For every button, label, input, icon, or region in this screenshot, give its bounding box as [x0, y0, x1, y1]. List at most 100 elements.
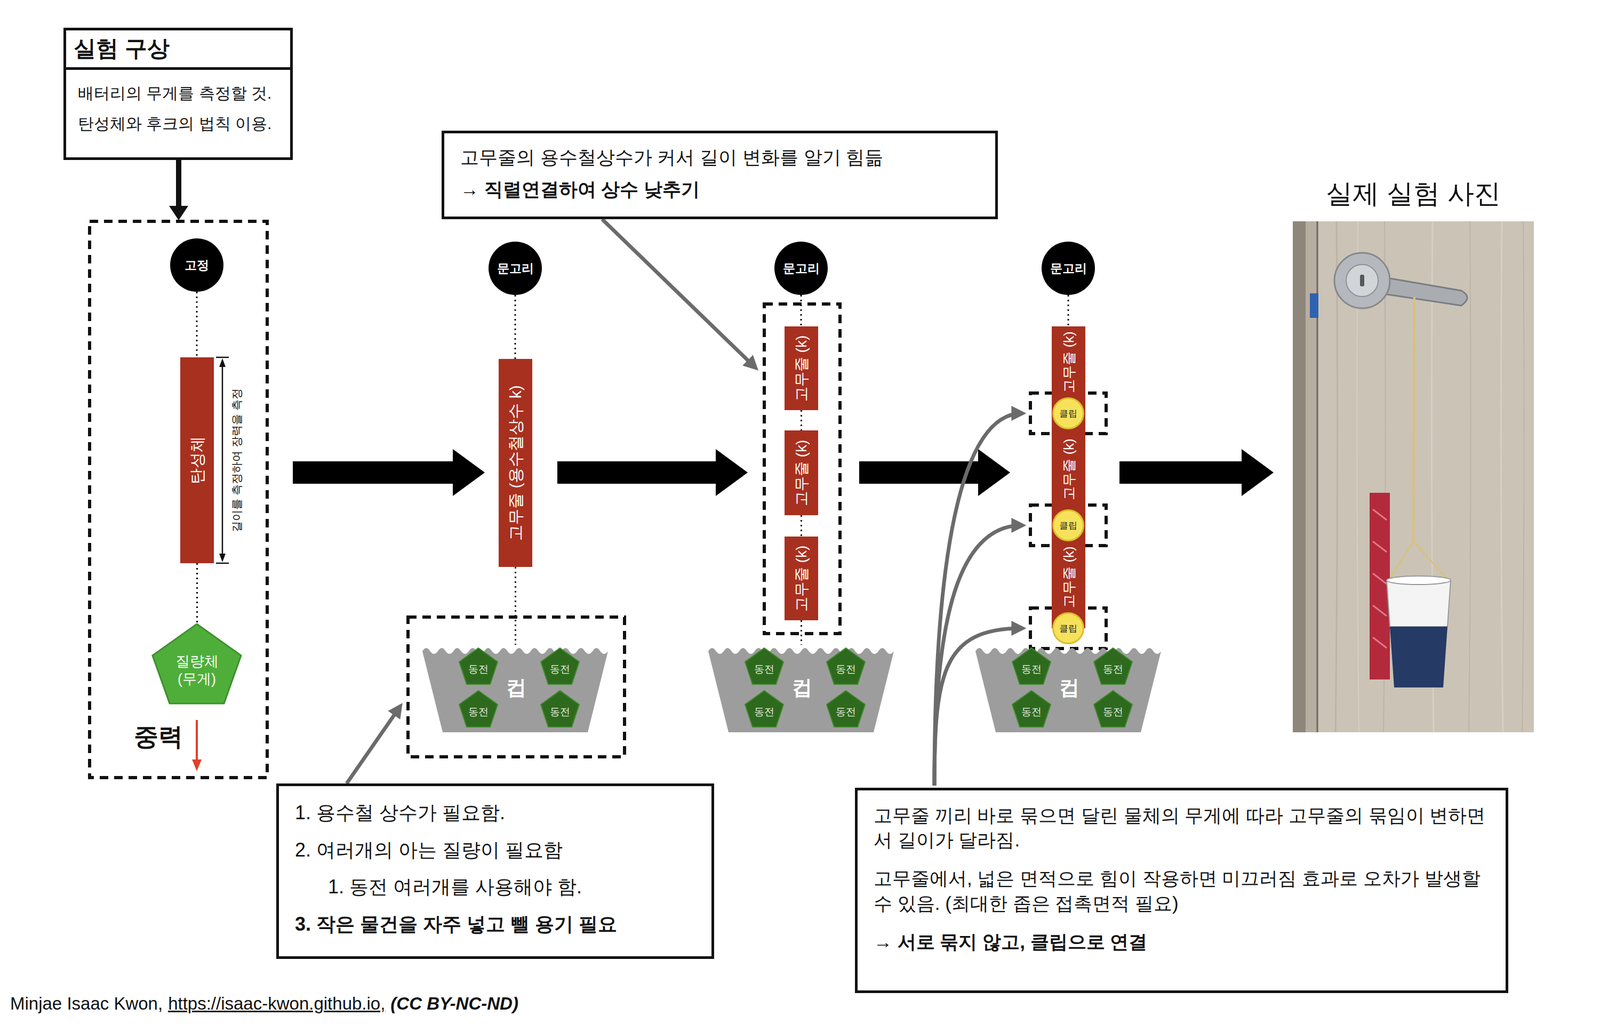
dotted-connector	[800, 620, 803, 645]
cup-top	[1386, 580, 1451, 627]
cup-body	[975, 648, 1162, 733]
callout-text: 3. 작은 물건을 자주 넣고 뺄 용기 필요	[294, 911, 696, 938]
callout-text: 2. 여러개의 아는 질량이 필요함	[294, 837, 696, 863]
label-text: 중력	[133, 723, 183, 751]
wood-grain	[1335, 221, 1338, 733]
keyhole	[1360, 274, 1365, 287]
dimension-line	[221, 360, 224, 560]
callout-box: 고무줄 끼리 바로 묶으면 달린 물체의 무게에 따라 고무줄의 묶임이 변하면…	[854, 787, 1509, 994]
elastic-bar: 고무줄 (k)	[784, 430, 819, 516]
plan-box: 실험 구상배터리의 무게를 측정할 것.탄성체와 후크의 법칙 이용.	[63, 27, 293, 160]
coin-shape	[540, 690, 580, 727]
callout-text: 고무줄 끼리 바로 묶으면 달린 물체의 무게에 따라 고무줄의 묶임이 변하면…	[873, 803, 1490, 853]
coin-label: 동전	[835, 664, 856, 675]
coin-shape	[1012, 648, 1051, 685]
dashed-frame	[408, 617, 625, 757]
coin-pentagon: 동전	[539, 689, 581, 728]
cup-body	[422, 648, 608, 733]
door-knob	[1346, 264, 1379, 297]
circle-label: 문고리	[1050, 262, 1087, 275]
coin-label: 동전	[1102, 706, 1124, 717]
coin-pentagon: 동전	[825, 689, 867, 728]
dotted-connector	[196, 563, 198, 623]
coin-pentagon: 동전	[744, 689, 785, 728]
coin-shape	[745, 690, 784, 727]
box-heading: 실험 구상	[66, 30, 291, 70]
dashed-frame	[89, 221, 268, 778]
cup-label: 컵	[792, 677, 813, 698]
bar-label: 고무줄 (k)	[1061, 546, 1076, 608]
dotted-connector	[1067, 294, 1070, 327]
credit-text: Minjae Isaac Kwon,	[10, 993, 163, 1015]
circle-label: 문고리	[497, 262, 534, 275]
callout-text: 1. 동전 여러개를 사용해야 함.	[294, 874, 696, 900]
credit-text: (CC BY-NC-ND)	[390, 993, 519, 1015]
photo	[1292, 221, 1534, 733]
coin-pentagon: 동전	[1011, 689, 1052, 728]
door-rosette	[1334, 252, 1390, 309]
dashed-frame	[1030, 608, 1107, 649]
coin-label: 동전	[754, 706, 775, 717]
blue-tape	[1309, 293, 1319, 318]
label-text: 길이를 측정하여 장력을 측정	[230, 388, 243, 533]
dimension-head	[219, 358, 226, 367]
coin-label: 동전	[549, 664, 571, 675]
callout-text: 고무줄의 용수철상수가 커서 길이 변화를 알기 힘듦	[460, 145, 980, 170]
dimension-head	[219, 553, 226, 563]
card-pattern	[1372, 509, 1387, 648]
dashed-frame	[764, 304, 840, 634]
callout-box: 1. 용수철 상수가 필요함. 2. 여러개의 아는 질량이 필요함 1. 동전 여…	[276, 783, 715, 959]
cup-label: 컵	[506, 677, 527, 698]
callout-text: 고무줄에서, 넓은 면적으로 힘이 작용하면 미끄러짐 효과로 오차가 발생할 …	[873, 866, 1490, 916]
wood-grain	[1500, 221, 1503, 733]
wood-grain	[1522, 221, 1525, 733]
big-arrow	[859, 449, 1011, 496]
coin-shape	[745, 648, 784, 685]
cup-shape: 컵동전동전동전동전	[975, 644, 1162, 733]
big-arrow	[1119, 449, 1274, 496]
elastic-bar: 고무줄 (k)	[784, 326, 819, 411]
dotted-connector	[514, 566, 517, 645]
circle-label: 고정	[184, 259, 210, 272]
coin-shape	[826, 690, 866, 727]
wood-grain	[1468, 221, 1471, 733]
callout-box: 고무줄의 용수철상수가 커서 길이 변화를 알기 힘듦 → 직렬연결하여 상수 낮…	[441, 130, 998, 220]
dotted-connector	[800, 410, 803, 431]
coin-shape	[1012, 690, 1051, 727]
bar-label: 고무줄 (k)	[1061, 331, 1076, 394]
clip-circle: 클립	[1052, 509, 1085, 542]
callout-text: 1. 용수철 상수가 필요함.	[294, 800, 696, 826]
coin-shape	[1093, 690, 1133, 727]
elastic-bar: 고무줄 (용수철상수 k)	[498, 358, 533, 567]
coin-shape	[1093, 648, 1133, 685]
cup-label: 컵	[1059, 677, 1080, 698]
coin-label: 동전	[1102, 664, 1124, 675]
elastic-bar: 탄성체	[180, 357, 214, 564]
leader-arrow	[602, 219, 756, 368]
footer-credit: Minjae Isaac Kwon,https://isaac-kwon.git…	[10, 993, 519, 1015]
cup-bottom	[1389, 626, 1448, 688]
string	[1388, 541, 1414, 581]
band-strip	[1051, 326, 1086, 629]
mass-pentagon: 질량체 (무게)	[150, 622, 243, 706]
label-text: 실제 실험 사진	[1325, 179, 1501, 209]
coin-pentagon: 동전	[458, 646, 499, 686]
clip-label: 클립	[1059, 624, 1078, 634]
bar-label: 고무줄 (k)	[1061, 438, 1076, 501]
dashed-frame	[1030, 505, 1107, 546]
coin-pentagon: 동전	[458, 689, 499, 728]
leader-arrow	[346, 706, 400, 784]
cup-body	[708, 648, 894, 733]
elastic-bar: 고무줄 (k)	[1051, 541, 1086, 613]
dotted-connector	[800, 515, 803, 537]
callout-text: → 직렬연결하여 상수 낮추기	[460, 177, 980, 202]
coin-pentagon: 동전	[1092, 689, 1134, 728]
bar-label: 고무줄 (용수철상수 k)	[507, 385, 524, 541]
coin-shape	[540, 648, 580, 685]
coin-label: 동전	[1021, 706, 1042, 717]
callout-text: → 서로 묶지 않고, 클립으로 연결	[873, 929, 1490, 955]
elastic-bar: 고무줄 (k)	[784, 536, 819, 621]
coin-label: 동전	[468, 664, 489, 675]
clip-circle: 클립	[1052, 397, 1085, 430]
anchor-circle: 고정	[170, 238, 224, 292]
